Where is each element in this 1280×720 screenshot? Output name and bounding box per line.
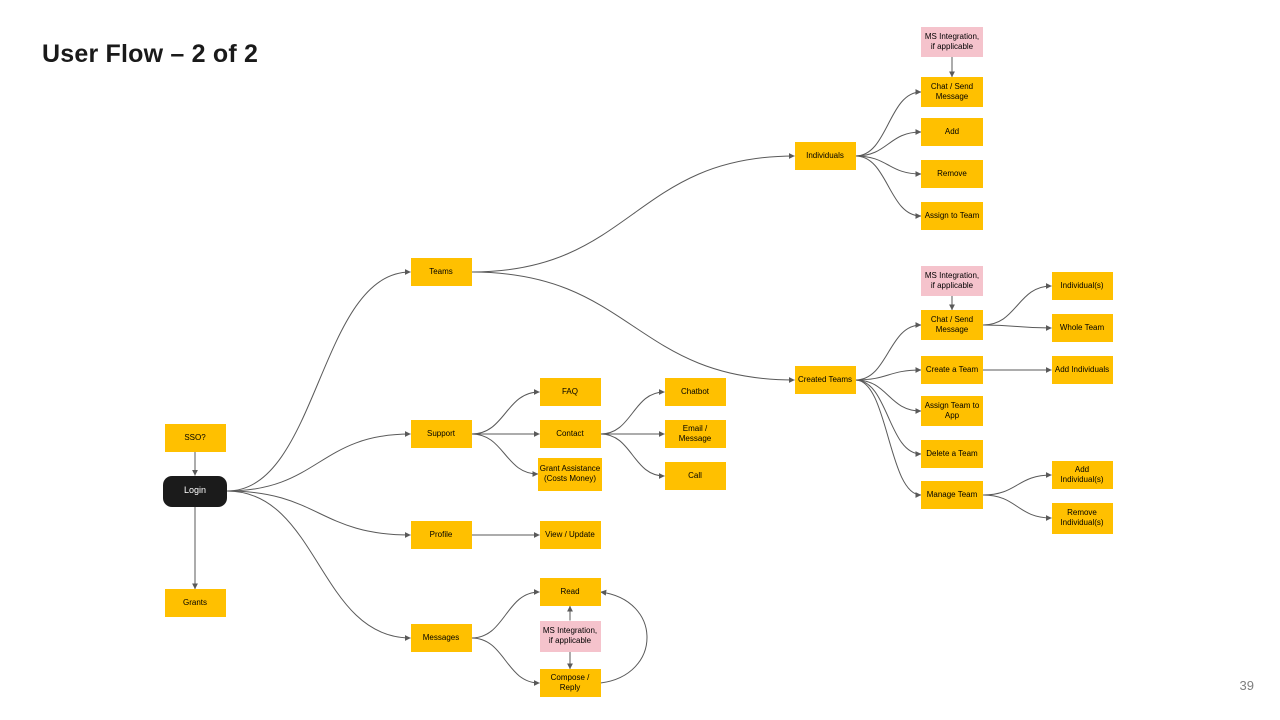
edge-login-to-profile bbox=[226, 490, 411, 538]
flow-node-login: Login bbox=[163, 475, 227, 507]
edge-individuals-to-remove bbox=[855, 155, 922, 177]
flow-node-sso: SSO? bbox=[164, 424, 226, 452]
edge-manage-team-to-remove-individual-s bbox=[982, 494, 1052, 521]
flow-node-add: Add bbox=[921, 118, 983, 146]
edge-messages-to-compose-reply bbox=[471, 637, 540, 686]
edge-messages-to-read bbox=[471, 589, 540, 639]
flow-node-ms-integration-2: MS Integration, if applicable bbox=[921, 266, 983, 296]
edge-login-to-messages bbox=[226, 490, 411, 641]
flow-node-faq: FAQ bbox=[539, 378, 601, 406]
edge-login-to-teams bbox=[226, 269, 411, 492]
flow-node-view-update: View / Update bbox=[539, 521, 601, 549]
edge-teams-to-individuals bbox=[471, 153, 795, 273]
flow-node-remove: Remove bbox=[921, 160, 983, 188]
edge-individuals-to-add bbox=[855, 129, 922, 157]
page-number: 39 bbox=[1239, 678, 1254, 693]
flow-node-profile: Profile bbox=[410, 521, 472, 549]
page-title: User Flow – 2 of 2 bbox=[42, 40, 259, 68]
flow-node-individuals: Individuals bbox=[794, 142, 856, 170]
edge-contact-to-chatbot bbox=[600, 389, 665, 435]
flow-node-create-a-team: Create a Team bbox=[921, 356, 983, 384]
flow-node-ms-integration-3: MS Integration, if applicable bbox=[539, 620, 601, 652]
edge-chat-send-2-to-whole-team bbox=[982, 324, 1052, 331]
flow-node-chatbot: Chatbot bbox=[664, 378, 726, 406]
flow-node-messages: Messages bbox=[410, 624, 472, 652]
edge-individuals-to-assign-to-team bbox=[855, 155, 922, 219]
edge-support-to-faq bbox=[471, 389, 540, 435]
flow-node-teams: Teams bbox=[410, 258, 472, 286]
flow-node-assign-to-team: Assign to Team bbox=[921, 202, 983, 230]
flow-node-grant-assistance: Grant Assistance (Costs Money) bbox=[538, 457, 602, 491]
edge-chat-send-2-to-individual-s bbox=[982, 283, 1052, 326]
flow-node-call: Call bbox=[664, 462, 726, 490]
flow-node-chat-send-1: Chat / Send Message bbox=[921, 77, 983, 107]
flow-node-grants: Grants bbox=[164, 589, 226, 617]
flow-node-whole-team: Whole Team bbox=[1051, 314, 1113, 342]
flow-node-delete-a-team: Delete a Team bbox=[921, 440, 983, 468]
edge-support-to-grant-assistance bbox=[471, 433, 539, 477]
edge-individuals-to-chat-send-1 bbox=[855, 89, 922, 157]
flow-node-add-individuals: Add Individuals bbox=[1051, 356, 1113, 384]
edge-created-teams-to-create-a-team bbox=[855, 367, 922, 381]
flow-node-support: Support bbox=[410, 420, 472, 448]
flow-node-compose-reply: Compose / Reply bbox=[539, 669, 601, 697]
flow-node-email-message: Email / Message bbox=[664, 420, 726, 448]
flow-node-manage-team: Manage Team bbox=[921, 481, 983, 509]
flow-node-add-individual-s: Add Individual(s) bbox=[1051, 461, 1113, 489]
flow-node-created-teams: Created Teams bbox=[794, 366, 856, 394]
edge-teams-to-created-teams bbox=[471, 271, 795, 383]
edge-created-teams-to-delete-a-team bbox=[855, 379, 922, 457]
flow-node-assign-team-to-app: Assign Team to App bbox=[921, 396, 983, 426]
edge-contact-to-call bbox=[600, 433, 665, 479]
edge-compose-reply-to-read bbox=[600, 589, 648, 684]
flow-node-chat-send-2: Chat / Send Message bbox=[921, 310, 983, 340]
edge-manage-team-to-add-individual-s bbox=[982, 472, 1052, 496]
flow-node-read: Read bbox=[539, 578, 601, 606]
edge-login-to-support bbox=[226, 431, 411, 492]
edge-created-teams-to-chat-send-2 bbox=[855, 322, 922, 381]
flow-node-individual-s: Individual(s) bbox=[1051, 272, 1113, 300]
edge-created-teams-to-assign-team-to-app bbox=[855, 379, 922, 414]
flow-node-contact: Contact bbox=[539, 420, 601, 448]
edge-created-teams-to-manage-team bbox=[855, 379, 922, 498]
flow-node-remove-individual-s: Remove Individual(s) bbox=[1051, 502, 1113, 534]
flow-node-ms-integration-1: MS Integration, if applicable bbox=[921, 27, 983, 57]
